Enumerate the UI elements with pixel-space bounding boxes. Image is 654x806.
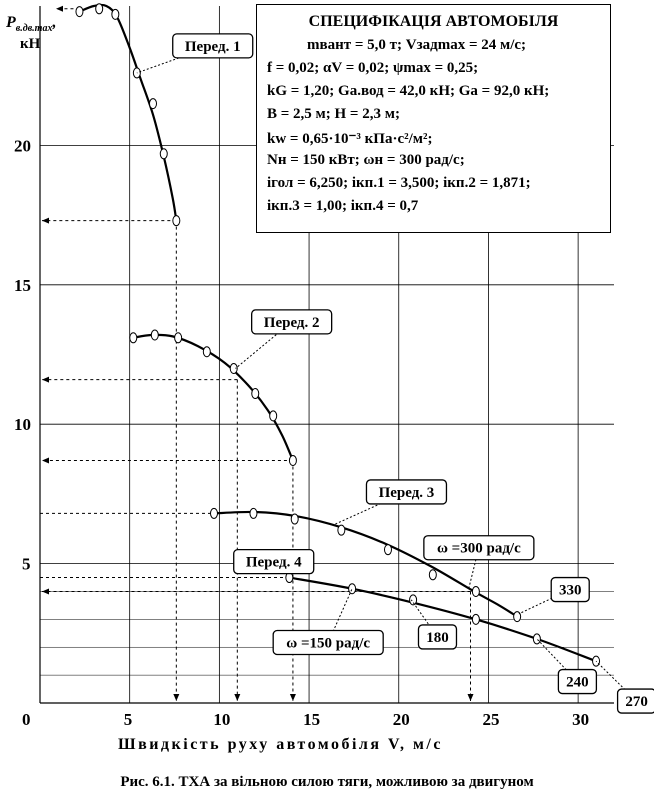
annotation-4-text: 180 xyxy=(426,630,449,646)
reference-lines xyxy=(40,5,474,701)
data-point xyxy=(337,524,346,536)
annotation-5-box xyxy=(557,668,598,695)
specification-box: СПЕЦИФІКАЦІЯ АВТОМОБІЛЯ mвант = 5,0 т; V… xyxy=(256,4,611,233)
gear-label-1-text: Перед. 1 xyxy=(185,39,241,55)
x-tick-label: 10 xyxy=(213,710,230,729)
series-line-2 xyxy=(133,333,294,461)
series-markers xyxy=(75,3,601,667)
series-line-3 xyxy=(213,510,518,618)
annotation-1-text: ω =300 рад/с xyxy=(437,541,521,557)
annotation-3: ω =150 рад/с xyxy=(272,588,384,656)
spec-line-2: f = 0,02; αV = 0,02; ψmax = 0,25; xyxy=(267,60,479,76)
data-point xyxy=(471,613,480,625)
spec-line-4: B = 2,5 м; H = 2,3 м; xyxy=(267,106,400,122)
annotation-2: 330 xyxy=(518,576,590,615)
data-point xyxy=(251,388,260,400)
y-tick-label: 15 xyxy=(14,276,31,295)
annotation-6-text: 270 xyxy=(625,694,648,710)
gear-label-3-text: Перед. 3 xyxy=(379,485,435,501)
spec-line-5: kw = 0,65·10⁻³ кПа·с²/м²; xyxy=(267,131,433,147)
y-tick-label: 10 xyxy=(14,415,31,434)
annotation-4-box xyxy=(417,624,458,650)
annotation-5: 240 xyxy=(536,638,598,695)
gear-label-1: Перед. 1 xyxy=(136,33,254,74)
data-point xyxy=(202,346,211,358)
tick-labels: 0 5 10 15 20 25 30 5 10 15 20 xyxy=(14,136,589,729)
data-point xyxy=(129,332,138,344)
data-point xyxy=(111,8,120,20)
gear-label-4-text: Перед. 4 xyxy=(246,555,302,571)
spec-line-6: Nн = 150 кВт; ωн = 300 рад/с; xyxy=(267,152,465,168)
y-axis-unit: кН xyxy=(20,36,41,52)
gear-label-2-box xyxy=(251,309,333,335)
series-line-1 xyxy=(79,3,178,221)
gear-label-2-text: Перед. 2 xyxy=(264,315,320,331)
spec-line-1: mвант = 5,0 т; Vзадmax = 24 м/с; xyxy=(307,37,527,53)
figure-caption: Рис. 6.1. ТХА за вільною силою тяги, мож… xyxy=(120,774,534,790)
spec-line-8: iкп.3 = 1,00; iкп.4 = 0,7 xyxy=(267,198,419,214)
gear-label-3: Перед. 3 xyxy=(333,479,448,526)
data-point xyxy=(383,544,392,556)
axes xyxy=(39,6,614,704)
callout-labels: Перед. 1 Перед. 2 Перед. 3 Перед. 4 ω =300 р… xyxy=(136,33,654,714)
x-tick-label: 25 xyxy=(482,710,499,729)
x-tick-label: 5 xyxy=(124,710,133,729)
x-tick-label: 15 xyxy=(303,710,320,729)
data-point xyxy=(75,6,84,18)
data-point xyxy=(149,98,158,110)
data-point xyxy=(159,148,168,160)
annotation-1-pointer xyxy=(468,547,480,589)
annotation-4-pointer xyxy=(410,599,438,638)
annotation-3-box xyxy=(272,629,384,656)
annotation-3-text: ω =150 рад/с xyxy=(286,636,370,652)
spec-line-7: iгол = 6,250; iкп.1 = 3,500; iкп.2 = 1,8… xyxy=(267,175,531,191)
data-point xyxy=(428,569,437,581)
annotation-1-box xyxy=(423,535,535,561)
y-tick-label: 20 xyxy=(14,136,31,155)
x-tick-label: 0 xyxy=(22,710,31,729)
annotation-2-box xyxy=(550,576,590,603)
data-point xyxy=(513,611,522,623)
data-point xyxy=(249,507,258,519)
data-point xyxy=(269,410,278,422)
data-point xyxy=(532,633,541,645)
spec-title: СПЕЦИФІКАЦІЯ АВТОМОБІЛЯ xyxy=(308,13,559,30)
x-tick-label: 30 xyxy=(572,710,589,729)
annotation-2-text: 330 xyxy=(559,583,582,599)
gear-label-4-box xyxy=(233,549,315,575)
x-tick-label: 20 xyxy=(393,710,410,729)
data-point xyxy=(174,332,183,344)
data-point xyxy=(290,513,299,525)
data-point xyxy=(95,3,104,15)
data-point xyxy=(172,215,181,227)
annotation-6: 270 xyxy=(595,660,654,714)
annotation-5-text: 240 xyxy=(566,675,589,691)
gear-label-3-box xyxy=(365,479,448,505)
annotation-1: ω =300 рад/с xyxy=(423,535,535,589)
spec-line-3: kG = 1,20; Gа.вод = 42,0 кН; Gа = 92,0 к… xyxy=(267,83,550,99)
data-point xyxy=(348,583,357,595)
annotation-4: 180 xyxy=(410,599,458,650)
y-axis-label: Pв.дв.max, xyxy=(6,14,57,35)
data-point xyxy=(209,507,218,519)
gear-label-1-box xyxy=(172,33,254,59)
data-point xyxy=(229,362,238,374)
data-point xyxy=(288,454,297,466)
data-point xyxy=(150,329,159,341)
annotation-6-box xyxy=(616,688,654,714)
data-point xyxy=(471,585,480,597)
gear-label-4: Перед. 4 xyxy=(233,549,315,576)
x-axis-label: Швидкість руху автомобіля V, м/с xyxy=(118,736,443,753)
data-point xyxy=(409,594,418,606)
gear-label-2: Перед. 2 xyxy=(235,309,333,369)
y-tick-label: 5 xyxy=(22,555,31,574)
